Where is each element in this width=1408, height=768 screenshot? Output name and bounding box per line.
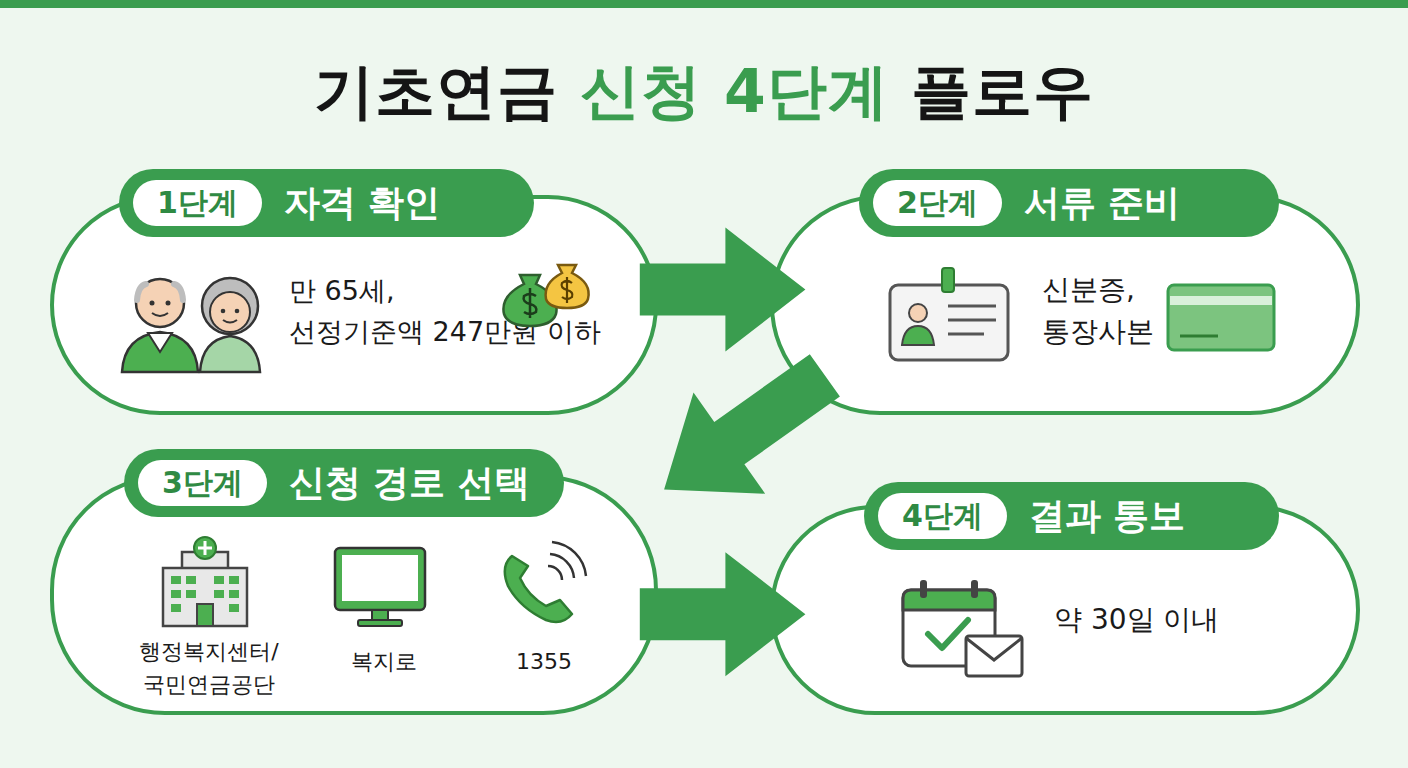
stage-heading-band: 1단계 자격 확인 bbox=[119, 169, 534, 237]
step-badge: 4단계 bbox=[878, 493, 1007, 539]
stage-heading-band: 4단계 결과 통보 bbox=[864, 482, 1279, 550]
step-body-text: 약 30일 이내 bbox=[1054, 599, 1314, 641]
step-body-text: 만 65세, 선정기준액 247만원 이하 bbox=[289, 271, 649, 352]
flow-arrow bbox=[640, 552, 806, 676]
step-body-text: 행정복지센터/ 국민연금공단 bbox=[99, 635, 319, 701]
step-body-text: 신분증, 통장사본 bbox=[1042, 269, 1172, 353]
step-heading: 결과 통보 bbox=[1029, 492, 1186, 541]
elderly-couple-icon bbox=[122, 278, 260, 372]
stage-heading-band: 2단계 서류 준비 bbox=[859, 169, 1279, 237]
stage-box: 3단계신청 경로 선택행정복지센터/ 국민연금공단복지로1355 bbox=[50, 475, 658, 715]
step-badge: 1단계 bbox=[133, 180, 262, 226]
stage-box: 4단계결과 통보약 30일 이내 bbox=[770, 505, 1360, 715]
flow-arrow bbox=[640, 228, 806, 352]
bankbook-card-icon bbox=[1168, 285, 1274, 350]
step-heading: 신청 경로 선택 bbox=[289, 459, 530, 508]
step-badge: 3단계 bbox=[138, 460, 267, 506]
building-icon bbox=[163, 537, 247, 626]
monitor-icon bbox=[335, 548, 425, 626]
phone-icon bbox=[505, 542, 586, 622]
flow-arrow bbox=[664, 354, 840, 494]
step-body-text: 1355 bbox=[484, 645, 604, 678]
step-heading: 서류 준비 bbox=[1024, 179, 1181, 228]
stage-box: 2단계서류 준비신분증, 통장사본 bbox=[770, 195, 1360, 415]
calendar-envelope-icon bbox=[903, 580, 1022, 676]
id-card-icon bbox=[890, 268, 1008, 360]
step-body-text: 복지로 bbox=[324, 645, 444, 678]
stage-box: 1단계자격 확인만 65세, 선정기준액 247만원 이하 bbox=[50, 195, 658, 415]
diagram-title: 기초연금 신청 4단계 플로우 bbox=[0, 52, 1408, 133]
top-bar bbox=[0, 0, 1408, 8]
money-bag-icon bbox=[503, 265, 588, 326]
stage-heading-band: 3단계 신청 경로 선택 bbox=[124, 449, 564, 517]
step-badge: 2단계 bbox=[873, 180, 1002, 226]
step-heading: 자격 확인 bbox=[284, 179, 441, 228]
